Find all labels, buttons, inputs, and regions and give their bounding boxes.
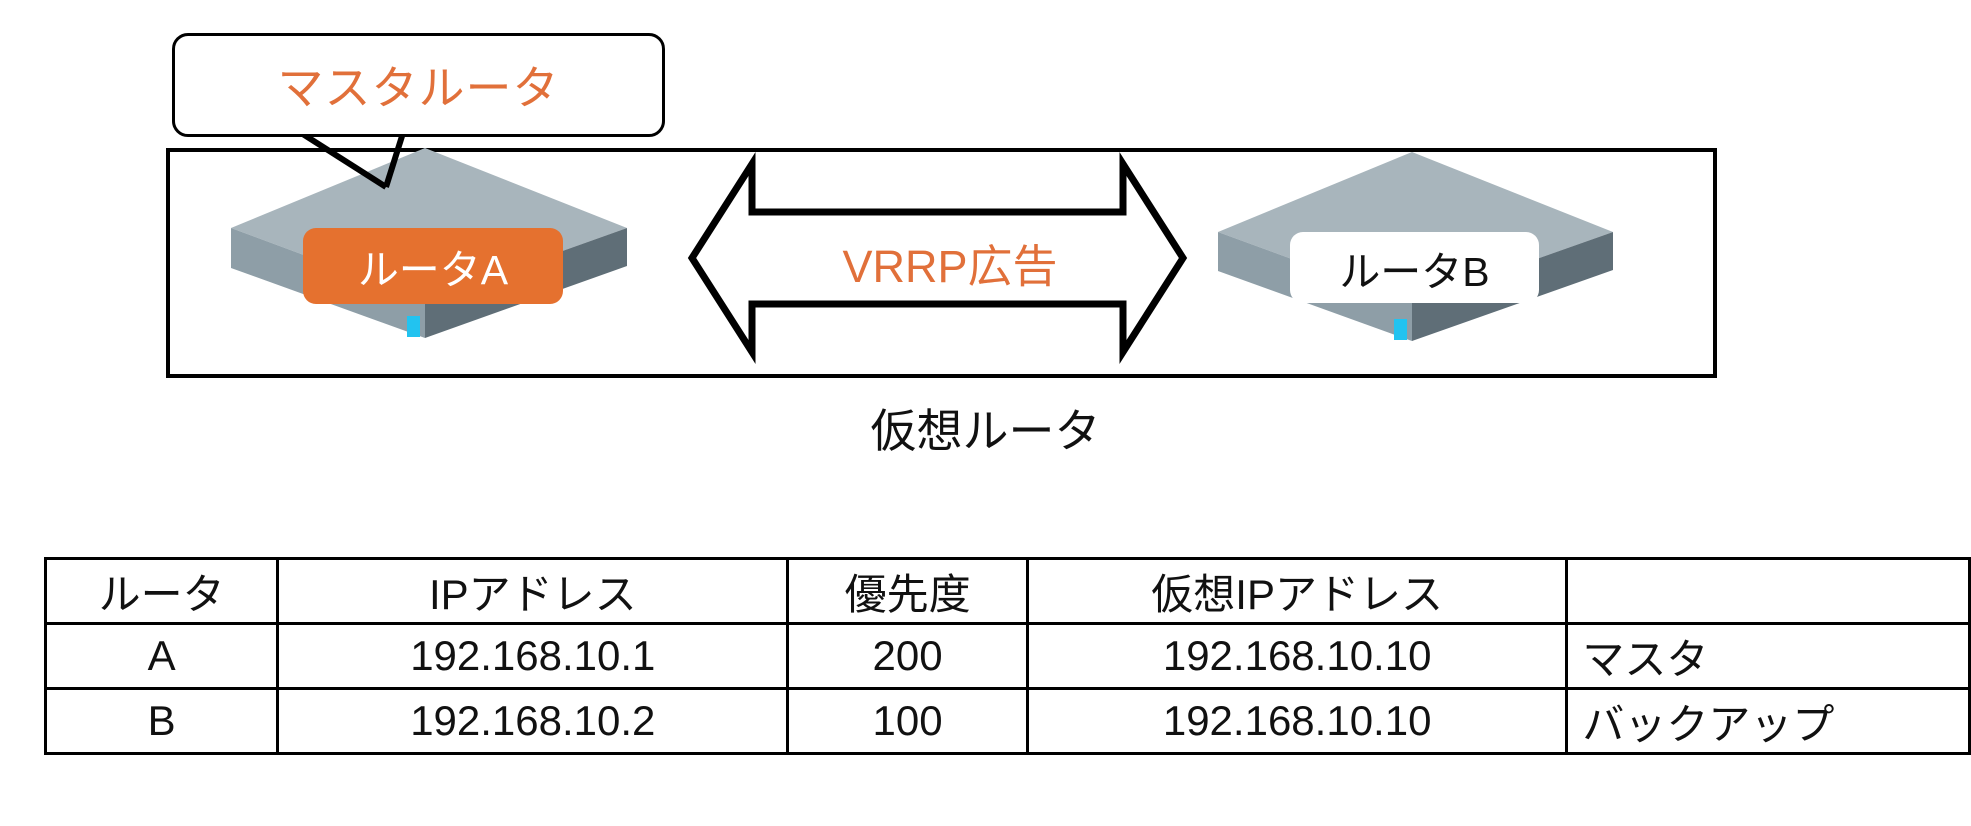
vrrp-advertisement-label: VRRP広告	[842, 241, 1058, 292]
cell-router: B	[43, 687, 280, 755]
cell-router: A	[43, 622, 280, 690]
cell-virtual-ip: 192.168.10.10	[1025, 622, 1569, 690]
cell-priority: 100	[786, 687, 1029, 755]
vrrp-config-table: ルータ IPアドレス 優先度 仮想IPアドレス A 192.168.10.1 2…	[43, 557, 1971, 755]
virtual-router-caption: 仮想ルータ	[870, 405, 1101, 457]
cell-virtual-ip: 192.168.10.10	[1025, 687, 1569, 755]
table-row: B 192.168.10.2 100 192.168.10.10 バックアップ	[43, 687, 1971, 755]
callout-label: マスタルータ	[277, 62, 560, 114]
virtual-router-boundary	[166, 148, 1717, 378]
header-cell-ip-address: IPアドレス	[276, 557, 790, 625]
callout-master-router: マスタルータ	[172, 33, 665, 137]
cell-role: バックアップ	[1565, 687, 1971, 755]
cell-priority: 200	[786, 622, 1029, 690]
cell-ip-address: 192.168.10.2	[276, 687, 790, 755]
router-a-label-text: ルータA	[357, 247, 509, 293]
cell-role: マスタ	[1565, 622, 1971, 690]
header-cell-router: ルータ	[43, 557, 280, 625]
header-cell-role	[1565, 557, 1971, 625]
table-header-row: ルータ IPアドレス 優先度 仮想IPアドレス	[43, 557, 1971, 625]
table-row: A 192.168.10.1 200 192.168.10.10 マスタ	[43, 622, 1971, 690]
router-b-label: ルータB	[1290, 232, 1539, 303]
router-a-label: ルータA	[303, 228, 563, 304]
header-cell-virtual-ip: 仮想IPアドレス	[1025, 557, 1569, 625]
router-b-label-text: ルータB	[1339, 248, 1490, 295]
header-cell-priority: 優先度	[786, 557, 1029, 625]
cell-ip-address: 192.168.10.1	[276, 622, 790, 690]
